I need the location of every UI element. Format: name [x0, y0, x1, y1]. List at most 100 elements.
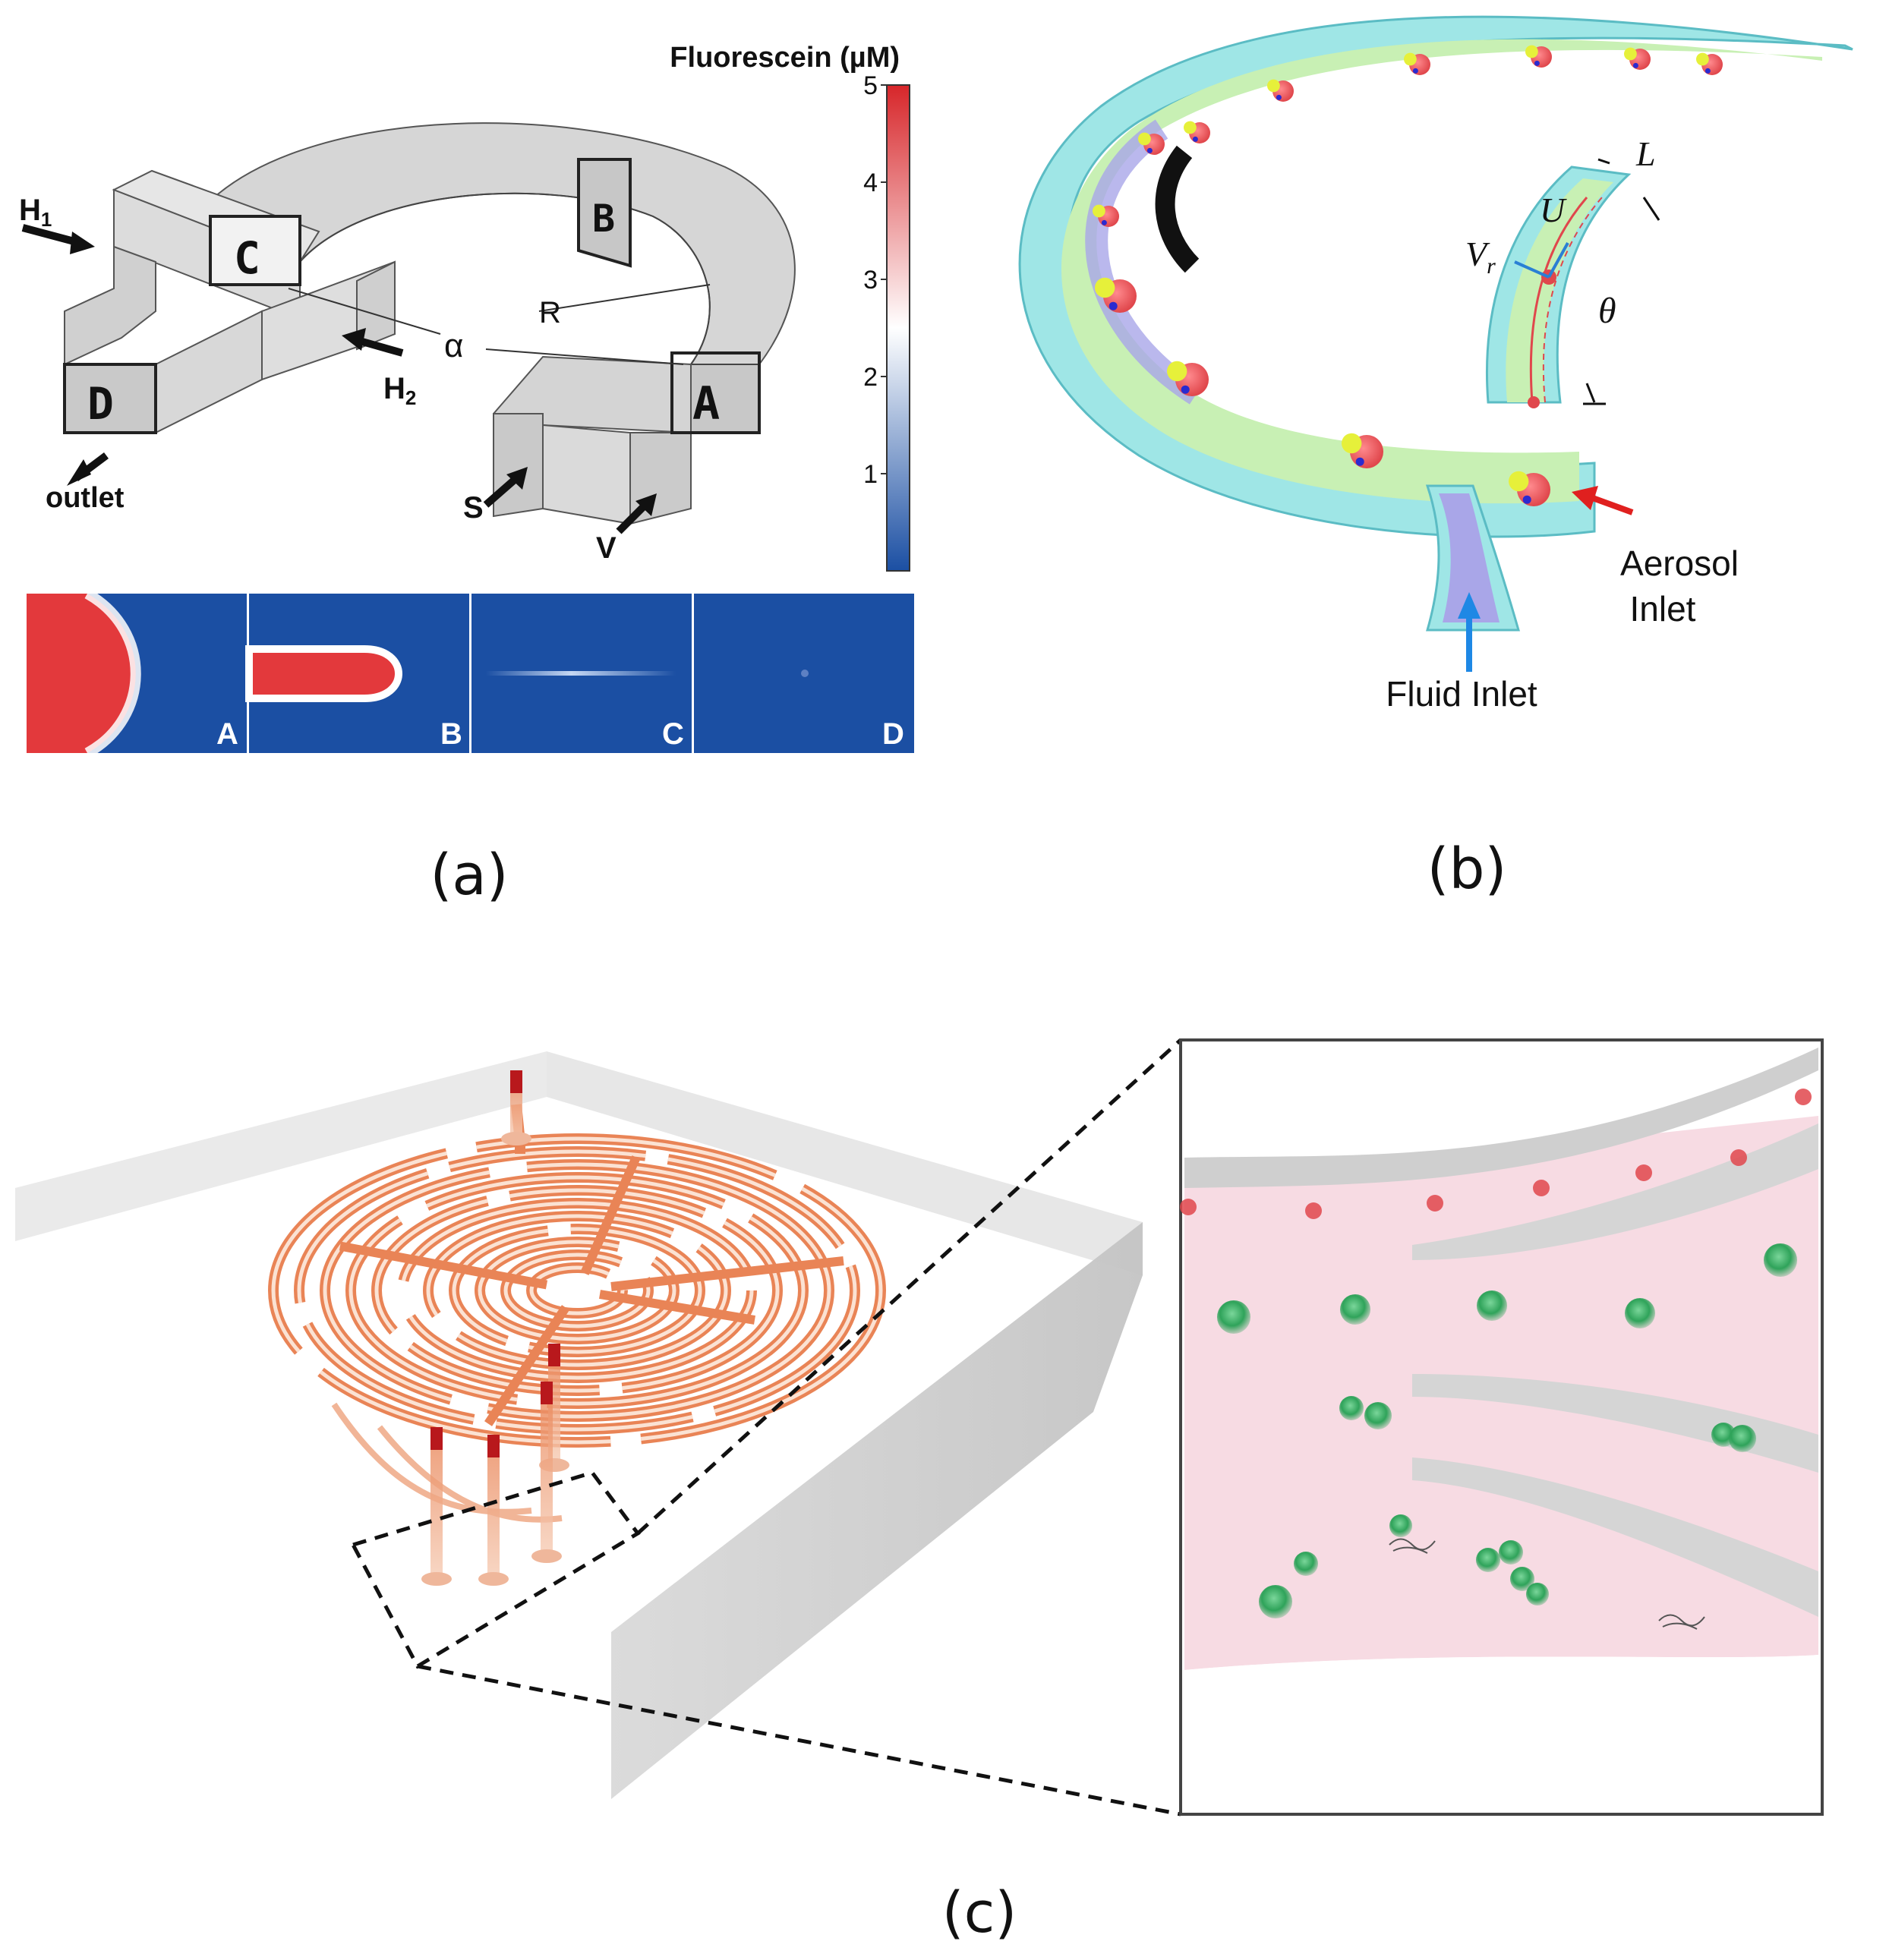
- maze-ring-highlight: [400, 1201, 754, 1380]
- debris-scribble: [1658, 1614, 1705, 1630]
- red-particle: [1305, 1202, 1322, 1219]
- zoom-divider-1: [1412, 1123, 1818, 1260]
- particle-yellow: [1093, 204, 1105, 218]
- green-particle: [1764, 1243, 1797, 1277]
- green-particle: [1340, 1294, 1370, 1325]
- colorbar-tick-label: 4: [863, 169, 878, 197]
- maze-ring-highlight: [478, 1240, 676, 1341]
- s-label: S: [463, 491, 484, 525]
- red-particle: [1427, 1195, 1443, 1212]
- alpha-symbol: α: [444, 327, 463, 364]
- red-particle: [1795, 1089, 1812, 1105]
- tube-cap: [487, 1435, 500, 1457]
- tube-cap: [548, 1344, 560, 1366]
- box-label-b: B: [592, 197, 615, 241]
- particle-blue: [1276, 94, 1282, 100]
- slice-a-plume: [27, 594, 136, 753]
- slice-b-plume: [245, 645, 402, 702]
- tube-cap: [541, 1382, 553, 1404]
- green-particle: [1729, 1425, 1756, 1452]
- fluid-inlet-stream: [1439, 493, 1500, 622]
- box-label-d: D: [87, 378, 114, 430]
- particle-blue: [1412, 68, 1418, 74]
- particle-yellow: [1184, 121, 1197, 134]
- particle-yellow: [1696, 52, 1709, 66]
- channel-purple-strip: [1085, 119, 1203, 405]
- green-particle: [1477, 1290, 1507, 1321]
- maze-ring-highlight: [323, 1162, 831, 1419]
- slice-label-b: B: [440, 717, 462, 751]
- tube-base: [531, 1549, 562, 1563]
- particle-yellow: [1404, 52, 1417, 66]
- aerosol-inlet-label-2: Inlet: [1630, 589, 1696, 629]
- green-particle: [1625, 1298, 1655, 1328]
- tube-body: [430, 1427, 443, 1579]
- tube-cap: [430, 1427, 443, 1450]
- cross-section-slices: A B C D: [27, 588, 914, 758]
- slice-c-line: [486, 671, 676, 676]
- tube-body: [541, 1382, 553, 1556]
- particle-blue: [1355, 457, 1364, 466]
- h2-label: H2: [383, 372, 416, 409]
- particle-blue: [1181, 385, 1190, 394]
- particle-blue: [1108, 301, 1118, 310]
- maze-connector: [484, 1305, 569, 1426]
- zoom-particles: [1180, 1089, 1812, 1630]
- symbol-vr: Vr: [1465, 235, 1496, 279]
- zoom-callout: [350, 1038, 1182, 1817]
- fluid-inlet-label: Fluid Inlet: [1386, 674, 1537, 714]
- outlet-label: outlet: [46, 482, 125, 514]
- v-label: V: [596, 531, 617, 565]
- particle-yellow: [1509, 471, 1529, 492]
- particle-yellow: [1095, 277, 1115, 298]
- channel-inset: [1485, 158, 1660, 408]
- zoom-panel: [1179, 1038, 1824, 1816]
- box-label-a: A: [692, 377, 720, 430]
- caption-a: (a): [430, 843, 508, 908]
- particle-yellow: [1525, 45, 1538, 58]
- radius-symbol: R: [539, 296, 561, 329]
- tube-base: [478, 1572, 509, 1586]
- colorbar-tick-label: 2: [863, 363, 878, 392]
- zoom-lower-wall: [1184, 1655, 1818, 1810]
- chip-front-wall: [611, 1222, 1143, 1799]
- maze-connector: [599, 1290, 755, 1325]
- maze-connector: [610, 1256, 844, 1291]
- debris-scribble: [1389, 1538, 1436, 1554]
- maze-ring-highlight: [503, 1253, 651, 1328]
- colorbar-tick-label: 5: [863, 71, 878, 100]
- colorbar-title: Fluorescein (µM): [670, 42, 900, 74]
- particle-yellow: [1167, 361, 1187, 382]
- symbol-theta: θ: [1598, 291, 1616, 331]
- maze-connector: [339, 1241, 548, 1290]
- maze-ring-highlight: [297, 1149, 857, 1432]
- slice-label-d: D: [882, 717, 904, 751]
- aerosol-inlet-label-1: Aerosol: [1620, 544, 1739, 583]
- maze-ring-highlight: [426, 1214, 728, 1367]
- green-particle: [1526, 1583, 1549, 1605]
- particle-blue: [1522, 495, 1531, 504]
- red-particle: [1635, 1164, 1652, 1181]
- maze-ring-highlight: [348, 1175, 806, 1406]
- chip-back-wall-right: [547, 1051, 1143, 1275]
- green-particle: [1259, 1585, 1292, 1618]
- panel-a: A B C D R α H1 H2 S V outlet: [19, 42, 914, 908]
- zoom-wall-top: [1184, 1048, 1818, 1188]
- green-particle: [1389, 1514, 1412, 1537]
- maze-trail: [331, 1402, 563, 1523]
- green-particle: [1294, 1552, 1318, 1576]
- green-particle: [1499, 1540, 1523, 1565]
- particle-blue: [1632, 62, 1638, 68]
- particle-blue: [1192, 136, 1198, 142]
- channel-shadow: [1155, 145, 1200, 273]
- maze-ring-highlight: [374, 1188, 780, 1393]
- tube-base: [421, 1572, 452, 1586]
- chip-back-wall-left: [15, 1051, 547, 1241]
- aerosol-particles: [1093, 45, 1723, 506]
- particle-blue: [1705, 68, 1711, 74]
- maze-ring-highlight: [271, 1136, 883, 1445]
- particle-blue: [1534, 60, 1540, 66]
- caption-b: (b): [1427, 837, 1507, 902]
